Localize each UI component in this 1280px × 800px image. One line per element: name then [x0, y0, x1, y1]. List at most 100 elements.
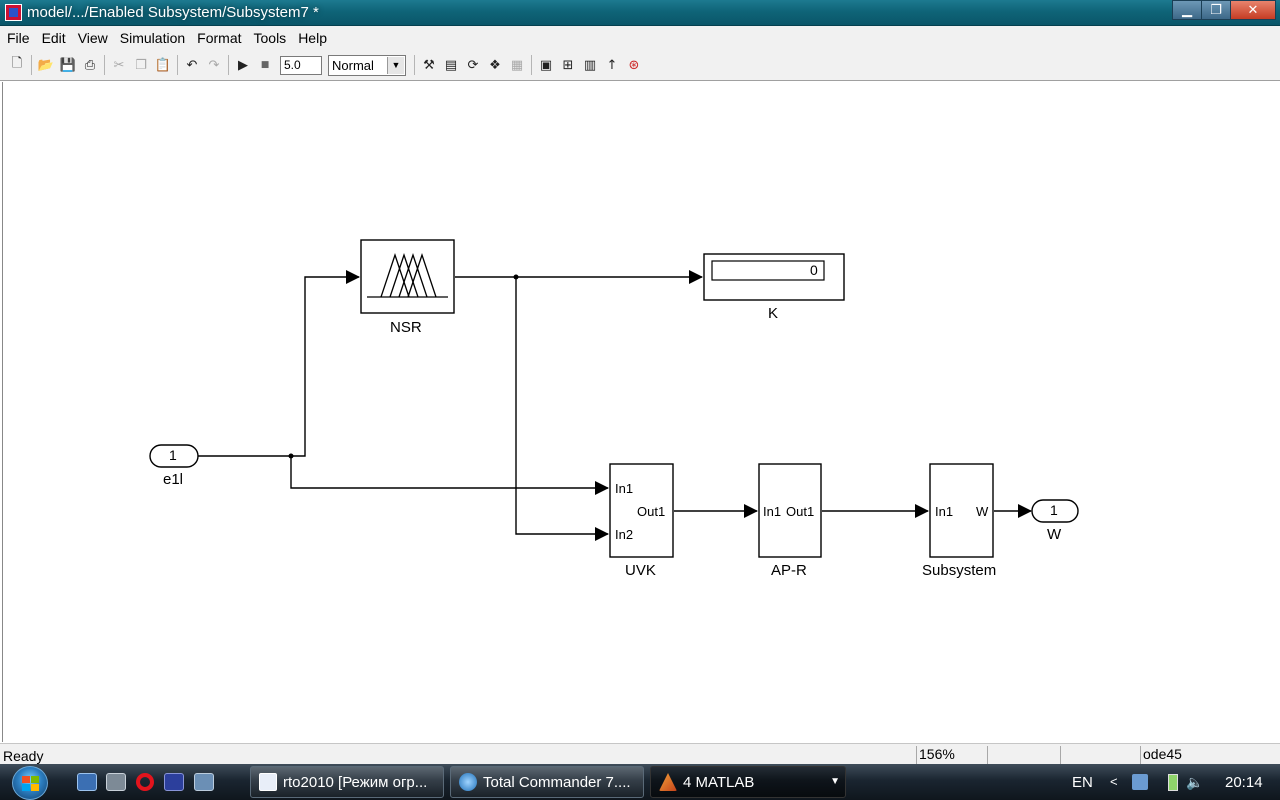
- fuzzy-block-label[interactable]: NSR: [390, 319, 422, 336]
- opera-icon[interactable]: [136, 773, 154, 791]
- model-advisor-icon[interactable]: ⊞: [562, 57, 574, 73]
- simulation-mode-select[interactable]: Normal ▼: [328, 54, 406, 76]
- uvk-in1-label: In1: [615, 481, 634, 496]
- update-diagram-icon[interactable]: ▤: [444, 57, 458, 73]
- menu-tools[interactable]: Tools: [253, 30, 287, 46]
- save-quicklaunch-icon[interactable]: [164, 773, 184, 791]
- task-label: rto2010 [Режим огр...: [283, 773, 428, 791]
- toolbar-separator: [414, 55, 415, 75]
- apr-label[interactable]: AP-R: [771, 562, 807, 579]
- paste-icon[interactable]: 📋: [154, 57, 172, 73]
- debugger-icon[interactable]: ⊛: [628, 57, 640, 73]
- simulink-icon[interactable]: [5, 4, 22, 21]
- menu-format[interactable]: Format: [197, 30, 242, 46]
- apr-in1-label: In1: [763, 504, 782, 519]
- outport-label[interactable]: W: [1047, 526, 1062, 543]
- new-icon[interactable]: 🗋: [11, 56, 23, 71]
- title-bar: model/.../Enabled Subsystem/Subsystem7 *…: [0, 0, 1280, 26]
- task-matlab[interactable]: 4 MATLAB ▼: [650, 766, 846, 798]
- status-cell-empty: [1060, 746, 1140, 764]
- task-word-document[interactable]: rto2010 [Режим огр...: [250, 766, 444, 798]
- library-browser-icon[interactable]: ❖: [489, 57, 501, 73]
- menu-help[interactable]: Help: [298, 30, 327, 46]
- outport-block: [1031, 499, 1079, 523]
- subsystem-block: [929, 463, 994, 558]
- subsystem-out-label: W: [976, 504, 989, 519]
- model-properties-icon[interactable]: ▥: [583, 57, 597, 73]
- redo-icon[interactable]: ↷: [208, 57, 220, 73]
- toolbar-separator: [104, 55, 105, 75]
- task-label: 4 MATLAB: [683, 773, 755, 791]
- menu-bar: File Edit View Simulation Format Tools H…: [0, 26, 1280, 50]
- menu-simulation[interactable]: Simulation: [119, 30, 186, 46]
- menu-view[interactable]: View: [77, 30, 108, 46]
- chevron-down-icon[interactable]: ▼: [830, 776, 840, 787]
- uvk-out1-label: Out1: [637, 504, 666, 519]
- model-browser-icon[interactable]: ⟳: [467, 57, 479, 73]
- cut-icon[interactable]: ✂: [113, 57, 125, 73]
- apr-block: [758, 463, 822, 558]
- toolbar-separator: [228, 55, 229, 75]
- print-icon[interactable]: ⎙: [84, 57, 96, 73]
- menu-edit[interactable]: Edit: [41, 30, 66, 46]
- toolbar-separator: [531, 55, 532, 75]
- display-label[interactable]: K: [768, 305, 779, 322]
- fuzzy-controller-block: [360, 239, 455, 314]
- language-indicator[interactable]: EN: [1072, 774, 1093, 791]
- stop-simulation-icon[interactable]: ■: [260, 60, 270, 70]
- battery-icon[interactable]: [1168, 774, 1178, 791]
- volume-icon[interactable]: 🔈: [1186, 774, 1204, 790]
- show-hidden-icons-icon[interactable]: <: [1110, 774, 1118, 789]
- copy-icon[interactable]: ❐: [135, 57, 147, 73]
- total-commander-icon: [459, 773, 477, 791]
- open-icon[interactable]: 📂: [37, 57, 55, 73]
- task-total-commander[interactable]: Total Commander 7....: [450, 766, 644, 798]
- inport-number: 1: [169, 447, 177, 463]
- signal-line-e1l-nsr: [198, 270, 360, 457]
- start-button[interactable]: [12, 766, 48, 800]
- branch-point: [513, 274, 519, 280]
- undo-icon[interactable]: ↶: [186, 57, 198, 73]
- uvk-label[interactable]: UVK: [625, 562, 656, 579]
- subsystem-label[interactable]: Subsystem: [922, 562, 997, 579]
- apr-out1-label: Out1: [786, 504, 815, 519]
- model-canvas[interactable]: 1 e1l NSR 0 K In1 In2 Out1 UVK In1 Out1 …: [2, 82, 1278, 742]
- zoom-level: 156%: [916, 746, 986, 764]
- build-icon[interactable]: ⚒: [423, 57, 435, 73]
- toolbar: 🗋 📂 💾 ⎙ ✂ ❐ 📋 ↶ ↷ ▶ ■ 5.0 Normal ▼ ⚒ ▤ ⟳…: [0, 50, 1280, 81]
- taskbar: rto2010 [Режим огр... Total Commander 7.…: [0, 764, 1280, 800]
- chevron-down-icon[interactable]: ▼: [387, 56, 404, 74]
- start-simulation-icon[interactable]: ▶: [238, 57, 248, 73]
- network-tray-icon[interactable]: [1132, 774, 1148, 790]
- menu-file[interactable]: File: [7, 30, 30, 46]
- window-controls: ▁ ❐ ✕: [1172, 0, 1276, 20]
- subsystem-in1-label: In1: [935, 504, 954, 519]
- task-label: Total Commander 7....: [483, 773, 631, 791]
- toolbar-separator: [31, 55, 32, 75]
- display-value: 0: [810, 262, 818, 278]
- windows-logo-icon: [22, 776, 39, 791]
- go-to-parent-icon[interactable]: ↑: [606, 57, 618, 73]
- word-document-icon: [259, 773, 277, 791]
- debug-icon[interactable]: ▣: [539, 57, 553, 73]
- minimize-button[interactable]: ▁: [1172, 0, 1202, 20]
- uvk-in2-label: In2: [615, 527, 634, 542]
- status-bar: Ready 156% ode45: [0, 743, 1280, 764]
- system-tray: EN < 🔈 20:14: [1060, 764, 1280, 800]
- solver-name: ode45: [1140, 746, 1278, 764]
- status-text: Ready: [3, 748, 44, 764]
- save-icon[interactable]: 💾: [59, 57, 77, 73]
- clock[interactable]: 20:14: [1225, 774, 1263, 791]
- stop-time-input[interactable]: 5.0: [280, 55, 322, 75]
- uvk-block: [609, 463, 674, 558]
- show-desktop-icon[interactable]: [77, 773, 97, 791]
- switch-windows-icon[interactable]: [106, 773, 126, 791]
- model-explorer-icon[interactable]: ▦: [510, 57, 524, 73]
- matlab-icon: [659, 773, 677, 791]
- network-icon[interactable]: [194, 773, 214, 791]
- inport-block: [149, 444, 199, 468]
- inport-label[interactable]: e1l: [163, 471, 184, 488]
- close-button[interactable]: ✕: [1230, 0, 1276, 20]
- toolbar-separator: [177, 55, 178, 75]
